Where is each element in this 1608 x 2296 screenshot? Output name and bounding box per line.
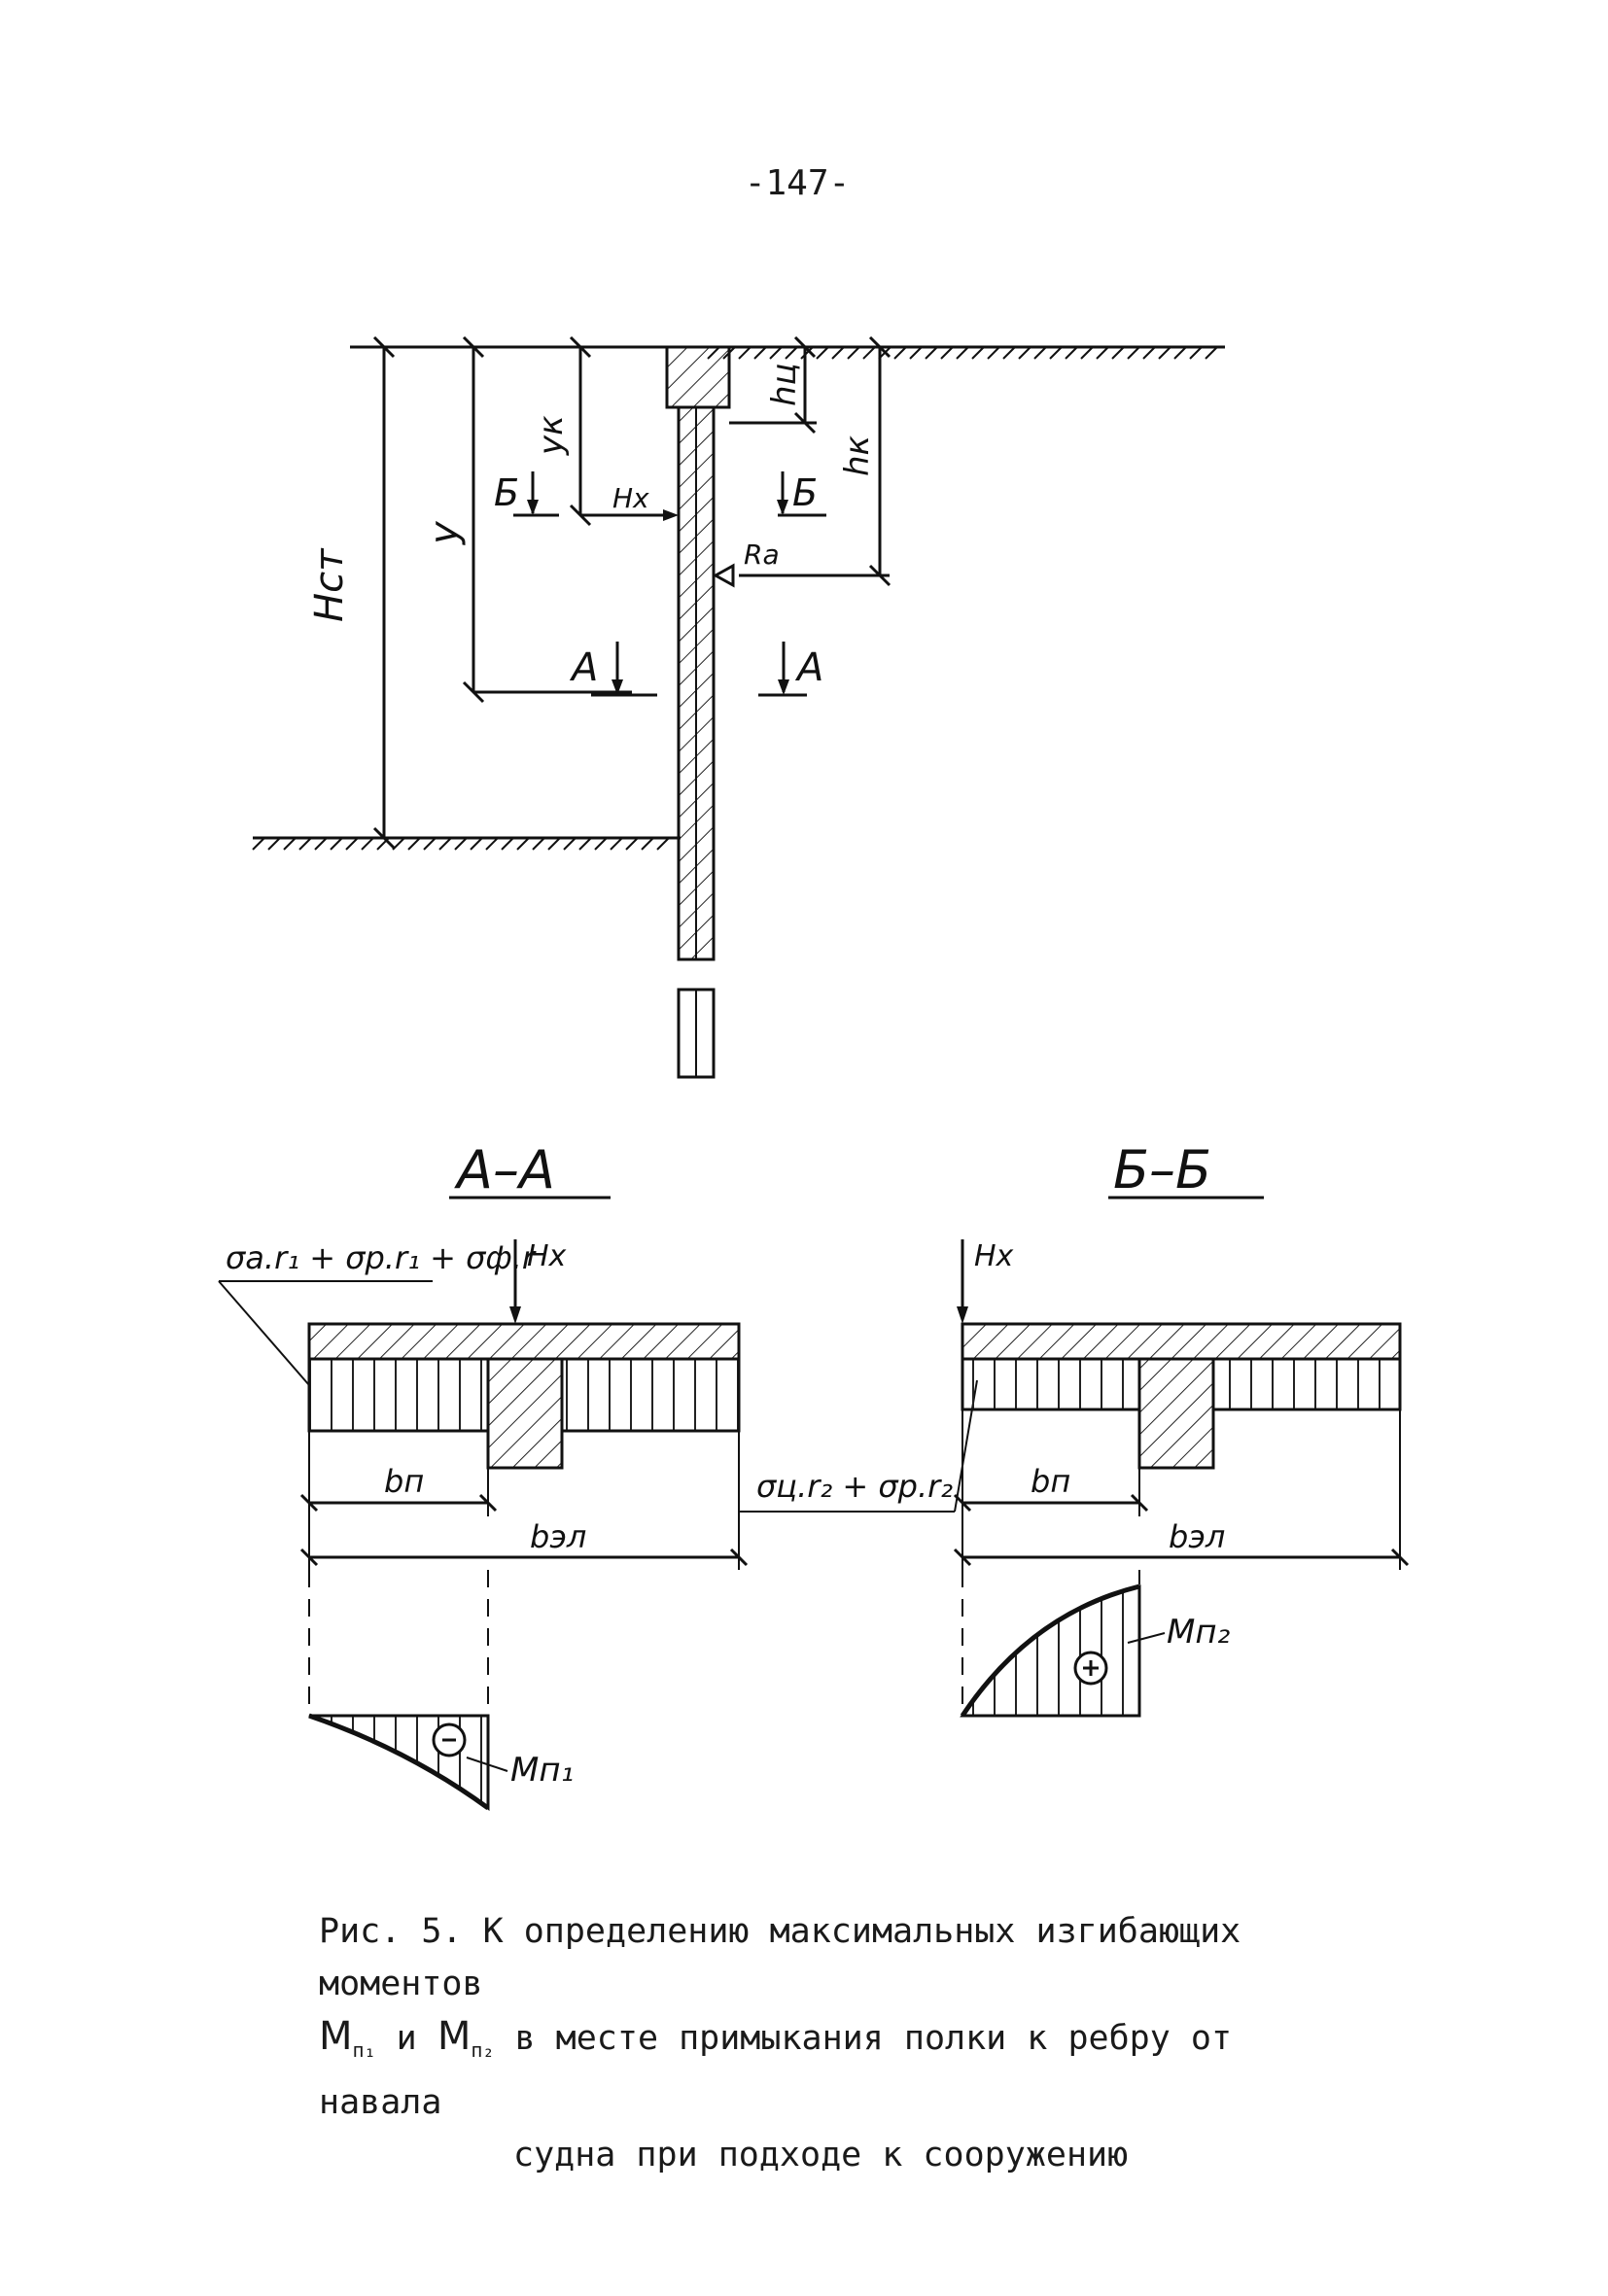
label-Ra: Ra <box>744 539 780 571</box>
label-y: y <box>422 520 467 545</box>
AA-rib <box>486 1357 564 1470</box>
ground-hatch-top <box>707 346 1218 360</box>
BB-rib <box>1137 1357 1215 1470</box>
label-bn-BB: bп <box>1031 1463 1070 1500</box>
caption-line-3: судна при подходе к сооружению <box>513 2136 1129 2174</box>
label-hc: hц <box>765 363 804 406</box>
label-bel-AA: bэл <box>530 1518 586 1555</box>
ground-hatch-bottom <box>252 837 670 851</box>
caption-M2: M <box>437 2014 472 2059</box>
Ra-arrow <box>712 563 735 588</box>
BB-pressure-right <box>1211 1357 1402 1411</box>
label-hk: hк <box>838 435 877 476</box>
label-sigma-mid: σц.r₂ + σp.r₂ <box>756 1468 953 1505</box>
caption-M1: M <box>319 2014 353 2059</box>
cap-beam <box>665 345 731 409</box>
label-bel-BB: bэл <box>1169 1518 1225 1555</box>
caption-M2-sub: п₂ <box>471 2038 495 2062</box>
BB-moment-diagram <box>960 1584 1141 1718</box>
label-Hcm: Hст <box>307 547 352 622</box>
label-Hx-BB: Hx <box>974 1239 1014 1273</box>
caption-line-1: Рис. 5. К определению максимальных изгиб… <box>319 1912 1241 2003</box>
caption-and: и <box>375 2019 437 2058</box>
label-yk: yк <box>532 415 571 456</box>
AA-flange <box>307 1322 741 1361</box>
page-number: -147- <box>744 163 851 203</box>
label-Mn1: Mп₁ <box>510 1751 574 1790</box>
BB-pressure-left <box>961 1357 1141 1411</box>
BB-flange <box>961 1322 1402 1361</box>
caption-M1-sub: п₁ <box>352 2038 376 2062</box>
AA-pressure-left <box>307 1357 490 1433</box>
section-AA-title: А–А <box>454 1139 555 1200</box>
label-B-right: Б <box>792 471 818 514</box>
label-Hx-AA: Hx <box>527 1239 567 1273</box>
label-A-right: А <box>794 645 823 690</box>
AA-pressure-right <box>560 1357 741 1433</box>
label-B-left: Б <box>494 471 519 514</box>
caption-line-2-rest: в месте примыкания полки к ребру от нава… <box>319 2019 1233 2122</box>
label-Mn2: Mп₂ <box>1167 1613 1231 1652</box>
caption-line-2: Mп₁ и Mп₂ в месте примыкания полки к реб… <box>301 2010 1332 2129</box>
label-Hx-top: Hx <box>612 482 649 514</box>
label-sigma-AA: σa.r₁ + σp.r₁ + σф.r <box>226 1239 537 1276</box>
section-BB-title: Б–Б <box>1113 1139 1211 1200</box>
label-bn-AA: bп <box>384 1463 424 1500</box>
label-A-left: А <box>569 645 598 690</box>
figure-caption: Рис. 5. К определению максимальных изгиб… <box>301 1905 1332 2181</box>
